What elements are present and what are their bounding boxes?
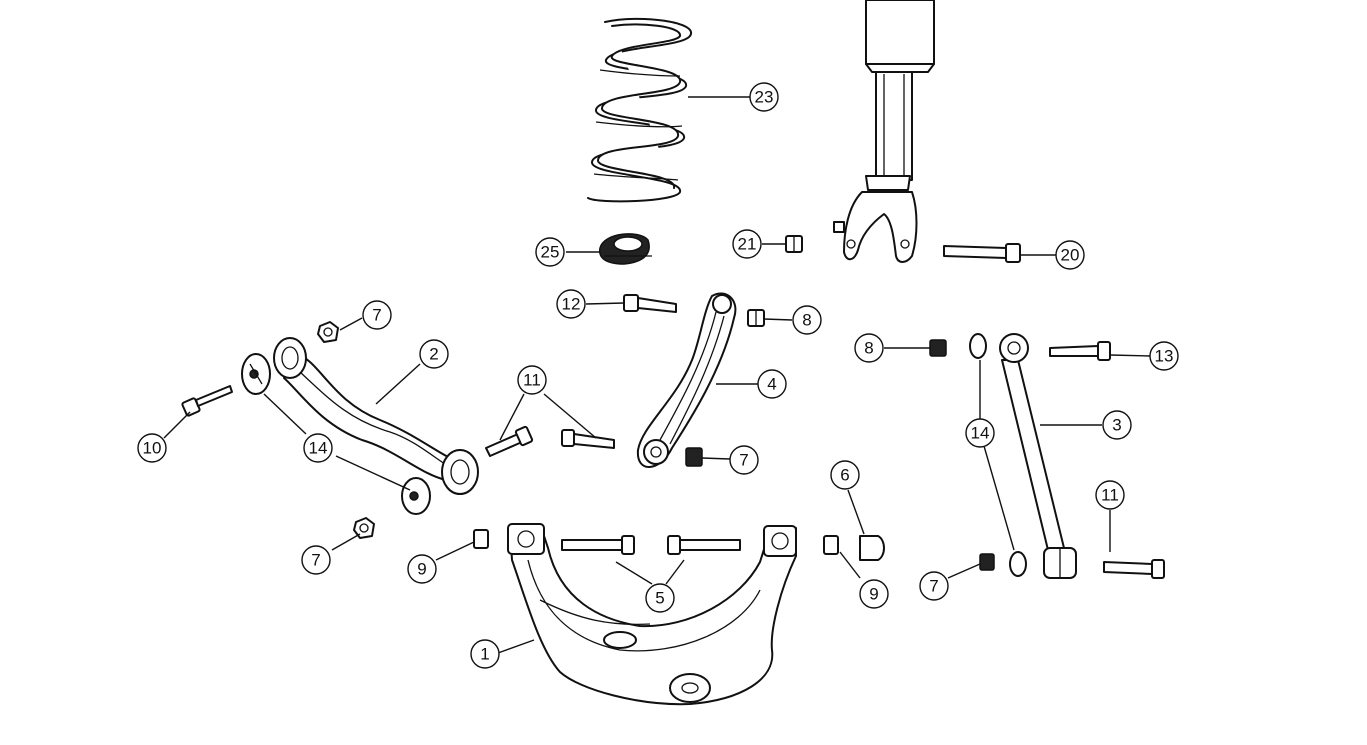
svg-text:3: 3 bbox=[1112, 416, 1121, 435]
nut-7-upper-left bbox=[317, 321, 339, 343]
callout-10: 10 bbox=[137, 433, 167, 463]
callout-7-upper-left: 7 bbox=[362, 300, 392, 330]
svg-text:25: 25 bbox=[541, 243, 560, 262]
bolt-5-left bbox=[561, 535, 635, 555]
callout-7-link: 7 bbox=[729, 445, 759, 475]
svg-text:11: 11 bbox=[1101, 486, 1119, 505]
svg-text:11: 11 bbox=[523, 371, 541, 390]
svg-text:14: 14 bbox=[971, 424, 990, 443]
svg-text:2: 2 bbox=[429, 345, 438, 364]
cap-6 bbox=[859, 535, 885, 561]
svg-text:8: 8 bbox=[864, 339, 873, 358]
washer-14-right-upper bbox=[969, 333, 987, 359]
callout-14-left: 14 bbox=[303, 433, 333, 463]
cam-washer-14-upper bbox=[241, 353, 271, 395]
svg-text:1: 1 bbox=[480, 645, 489, 664]
svg-text:12: 12 bbox=[562, 295, 581, 314]
svg-text:9: 9 bbox=[869, 585, 878, 604]
svg-text:5: 5 bbox=[655, 589, 664, 608]
cam-washer-14-lower bbox=[401, 477, 431, 515]
callout-1: 1 bbox=[470, 639, 500, 669]
coil-spring bbox=[587, 17, 693, 203]
svg-text:13: 13 bbox=[1155, 347, 1174, 366]
svg-text:6: 6 bbox=[840, 466, 849, 485]
bolt-12 bbox=[623, 294, 677, 313]
callout-4: 4 bbox=[757, 369, 787, 399]
nut-8-left bbox=[747, 309, 765, 327]
shock-absorber bbox=[833, 0, 935, 263]
callout-8-left: 8 bbox=[792, 305, 822, 335]
bolt-11-right bbox=[1103, 559, 1165, 579]
nut-7-lower-left bbox=[353, 517, 375, 539]
bolt-11-middle-a bbox=[485, 425, 534, 457]
bolt-10 bbox=[181, 385, 233, 417]
svg-text:7: 7 bbox=[929, 577, 938, 596]
nut-7-link bbox=[685, 447, 703, 467]
callouts: 23 25 21 20 12 8 7 2 4 11 7 10 14 7 9 6 … bbox=[137, 82, 1179, 669]
svg-text:7: 7 bbox=[372, 306, 381, 325]
svg-text:8: 8 bbox=[802, 311, 811, 330]
bolt-13 bbox=[1049, 341, 1111, 361]
callout-9-right: 9 bbox=[859, 579, 889, 609]
callout-20: 20 bbox=[1055, 240, 1085, 270]
callout-12: 12 bbox=[556, 289, 586, 319]
bolt-11-middle-b bbox=[561, 429, 615, 449]
svg-text:10: 10 bbox=[143, 439, 162, 458]
nut-9-left bbox=[473, 529, 489, 549]
callout-6: 6 bbox=[830, 460, 860, 490]
callout-25: 25 bbox=[535, 237, 565, 267]
nut-8-right bbox=[929, 339, 947, 357]
callout-5: 5 bbox=[645, 583, 675, 613]
callout-11-right: 11 bbox=[1095, 480, 1125, 510]
svg-text:21: 21 bbox=[738, 235, 757, 254]
nut-7-right bbox=[979, 553, 995, 571]
spring-isolator bbox=[598, 233, 652, 265]
callout-21: 21 bbox=[732, 229, 762, 259]
leader-lines bbox=[163, 96, 1151, 654]
control-link-4 bbox=[636, 292, 737, 468]
callout-9-left: 9 bbox=[407, 554, 437, 584]
callout-8-right: 8 bbox=[854, 333, 884, 363]
svg-text:23: 23 bbox=[755, 88, 774, 107]
callout-11-middle: 11 bbox=[517, 365, 547, 395]
callout-2: 2 bbox=[419, 339, 449, 369]
nut-21 bbox=[785, 235, 803, 253]
washer-14-right-lower bbox=[1009, 551, 1027, 577]
bolt-20 bbox=[943, 243, 1021, 263]
svg-text:20: 20 bbox=[1061, 246, 1080, 265]
control-arm-2 bbox=[273, 337, 479, 495]
callout-7-right: 7 bbox=[919, 571, 949, 601]
svg-text:9: 9 bbox=[417, 560, 426, 579]
svg-text:7: 7 bbox=[311, 551, 320, 570]
callout-3: 3 bbox=[1102, 410, 1132, 440]
callout-14-right: 14 bbox=[965, 418, 995, 448]
nut-9-right bbox=[823, 535, 839, 555]
callout-23: 23 bbox=[749, 82, 779, 112]
svg-text:7: 7 bbox=[739, 451, 748, 470]
svg-text:4: 4 bbox=[767, 375, 776, 394]
bolt-5-right bbox=[667, 535, 741, 555]
svg-text:14: 14 bbox=[309, 439, 328, 458]
callout-7-lower-left: 7 bbox=[301, 545, 331, 575]
lower-control-arm-1 bbox=[507, 523, 797, 706]
callout-13: 13 bbox=[1149, 341, 1179, 371]
control-link-3 bbox=[999, 333, 1077, 579]
